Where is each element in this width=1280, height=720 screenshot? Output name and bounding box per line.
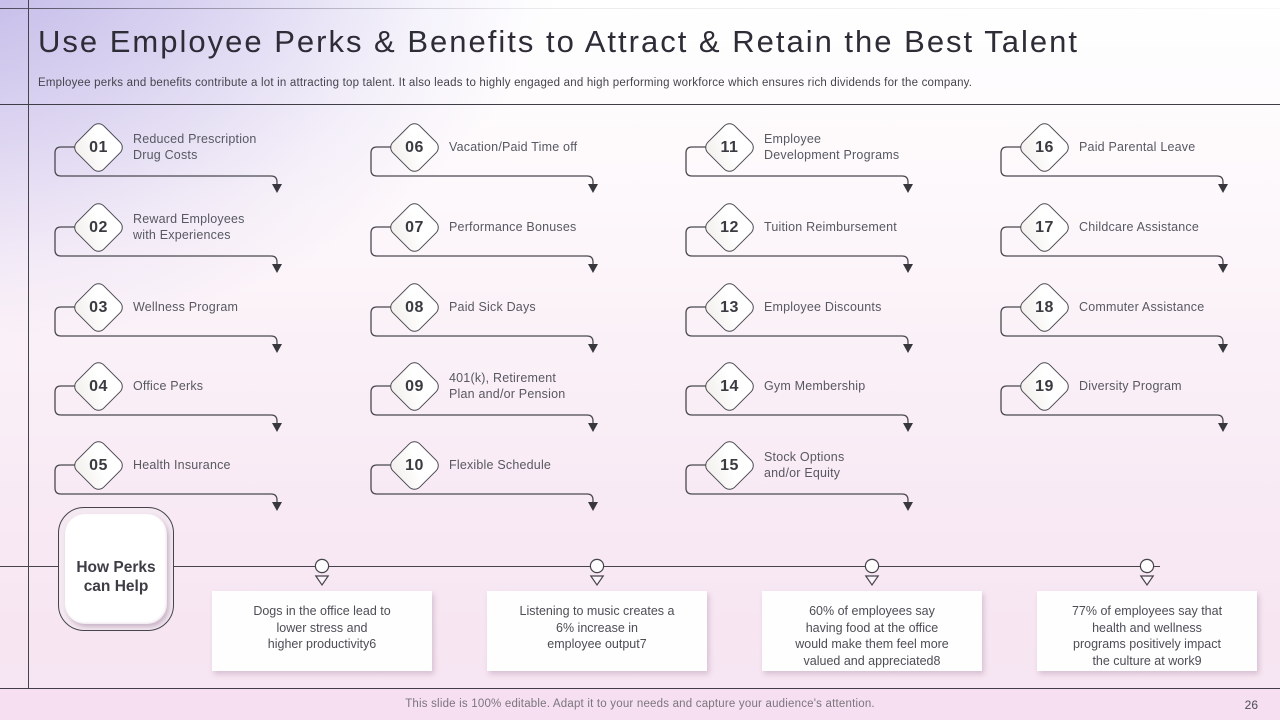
flow-arrow-icon (661, 346, 961, 446)
stat-card: Dogs in the office lead to lower stress … (212, 591, 432, 671)
timeline-line (0, 566, 1160, 567)
perk-number: 12 (720, 219, 739, 236)
perk-number: 09 (405, 378, 424, 395)
perk-item: 14 Gym Membership (661, 346, 961, 446)
flow-arrow-icon (976, 107, 1276, 207)
perk-number: 14 (720, 378, 739, 395)
perk-item: 18 Commuter Assistance (976, 267, 1276, 367)
how-perks-label: How Perks can Help (76, 559, 156, 595)
perk-label: Diversity Program (1079, 379, 1182, 393)
page-title: Use Employee Perks & Benefits to Attract… (38, 24, 1079, 59)
perk-number: 11 (720, 139, 739, 156)
perk-number: 19 (1035, 378, 1054, 395)
stat-card: 77% of employees say that health and wel… (1037, 591, 1257, 671)
timeline-marker-icon (312, 558, 332, 590)
perk-label: Paid Sick Days (449, 300, 536, 314)
perk-item: 13 Employee Discounts (661, 267, 961, 367)
stat-card: 60% of employees say having food at the … (762, 591, 982, 671)
perk-number: 05 (89, 457, 108, 474)
perk-number: 13 (720, 299, 739, 316)
perk-label: Wellness Program (133, 300, 239, 314)
timeline-marker-icon (1137, 558, 1157, 590)
perk-item: 16 Paid Parental Leave (976, 107, 1276, 207)
perk-number: 16 (1035, 139, 1054, 156)
perk-label: Office Perks (133, 379, 204, 393)
perk-number: 15 (720, 457, 739, 474)
flow-arrow-icon (346, 187, 646, 287)
flow-arrow-icon (661, 267, 961, 367)
flow-arrow-icon (661, 425, 961, 525)
page-number: 26 (1244, 698, 1258, 712)
flow-arrow-icon (30, 107, 330, 207)
flow-arrow-icon (30, 267, 330, 367)
how-perks-inner-panel: How Perks can Help (65, 514, 167, 624)
how-perks-box: How Perks can Help (58, 507, 174, 631)
timeline-marker-icon (587, 558, 607, 590)
perk-label: Tuition Reimbursement (764, 220, 897, 234)
perk-label: Stock Options and/or Equity (764, 450, 845, 480)
perk-item: 03 Wellness Program (30, 267, 330, 367)
perk-item: 05 Health Insurance (30, 425, 330, 525)
perk-item: 01 Reduced Prescription Drug Costs (30, 107, 330, 207)
stat-card: Listening to music creates a 6% increase… (487, 591, 707, 671)
footer-note: This slide is 100% editable. Adapt it to… (405, 698, 875, 710)
perk-label: Childcare Assistance (1079, 220, 1200, 234)
perk-item: 12 Tuition Reimbursement (661, 187, 961, 287)
flow-arrow-icon (30, 425, 330, 525)
flow-arrow-icon (346, 267, 646, 367)
perk-label: Flexible Schedule (449, 458, 552, 472)
perk-item: 19 Diversity Program (976, 346, 1276, 446)
perk-label: Vacation/Paid Time off (449, 140, 578, 154)
perk-item: 09 401(k), Retirement Plan and/or Pensio… (346, 346, 646, 446)
perk-number: 17 (1035, 219, 1054, 236)
perk-item: 15 Stock Options and/or Equity (661, 425, 961, 525)
perk-number: 07 (405, 219, 424, 236)
perk-number: 08 (405, 299, 424, 316)
perk-label: 401(k), Retirement Plan and/or Pension (449, 371, 566, 401)
perk-item: 07 Performance Bonuses (346, 187, 646, 287)
perk-item: 06 Vacation/Paid Time off (346, 107, 646, 207)
perk-number: 18 (1035, 299, 1054, 316)
perk-item: 02 Reward Employees with Experiences (30, 187, 330, 287)
perk-label: Commuter Assistance (1079, 300, 1205, 314)
flow-arrow-icon (346, 425, 646, 525)
flow-arrow-icon (976, 346, 1276, 446)
perk-label: Reduced Prescription Drug Costs (133, 132, 257, 162)
perk-item: 08 Paid Sick Days (346, 267, 646, 367)
perk-number: 10 (405, 457, 424, 474)
page-subtitle: Employee perks and benefits contribute a… (38, 77, 973, 89)
perk-label: Employee Development Programs (764, 132, 900, 162)
flow-arrow-icon (661, 187, 961, 287)
flow-arrow-icon (30, 346, 330, 446)
left-border-line (28, 0, 29, 720)
perk-label: Gym Membership (764, 379, 866, 393)
perk-label: Paid Parental Leave (1079, 140, 1196, 154)
perk-label: Employee Discounts (764, 300, 882, 314)
header-divider (0, 104, 1280, 105)
perk-label: Health Insurance (133, 458, 231, 472)
perk-number: 01 (89, 139, 108, 156)
flow-arrow-icon (346, 107, 646, 207)
flow-arrow-icon (976, 267, 1276, 367)
perk-number: 06 (405, 139, 424, 156)
perk-label: Reward Employees with Experiences (133, 212, 245, 242)
perk-number: 02 (89, 219, 108, 236)
flow-arrow-icon (661, 107, 961, 207)
flow-arrow-icon (346, 346, 646, 446)
top-border-line (0, 8, 1280, 9)
flow-arrow-icon (976, 187, 1276, 287)
perk-number: 03 (89, 299, 108, 316)
perk-number: 04 (89, 378, 108, 395)
perk-label: Performance Bonuses (449, 220, 577, 234)
perk-item: 17 Childcare Assistance (976, 187, 1276, 287)
perk-item: 10 Flexible Schedule (346, 425, 646, 525)
flow-arrow-icon (30, 187, 330, 287)
perk-item: 11 Employee Development Programs (661, 107, 961, 207)
timeline-marker-icon (862, 558, 882, 590)
footer-divider (0, 688, 1280, 689)
perk-item: 04 Office Perks (30, 346, 330, 446)
footer-strip (0, 689, 1280, 720)
